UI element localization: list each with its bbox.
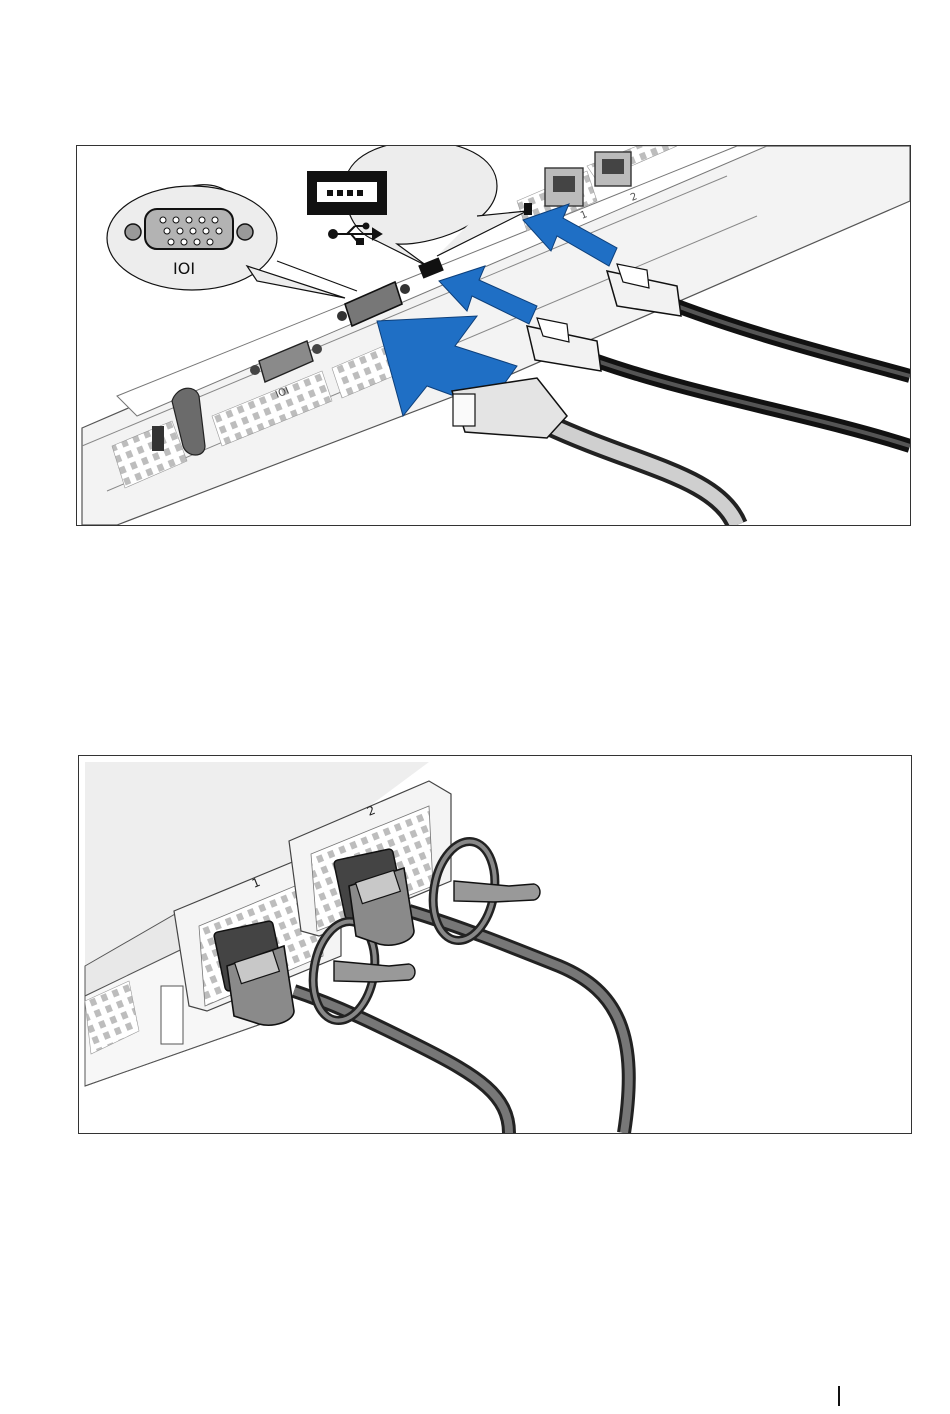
page-footer-rule: [838, 1386, 840, 1406]
usb-port-2: [524, 203, 532, 215]
velcro-strap-1: [334, 961, 415, 982]
vga-symbol: IOI: [173, 259, 195, 278]
vga-cable: [452, 378, 737, 525]
usb-cable-upper: [607, 264, 910, 376]
figure-connect-peripherals: IOI 1 2: [76, 145, 911, 526]
figure-connect-power: 1 2: [78, 755, 912, 1134]
